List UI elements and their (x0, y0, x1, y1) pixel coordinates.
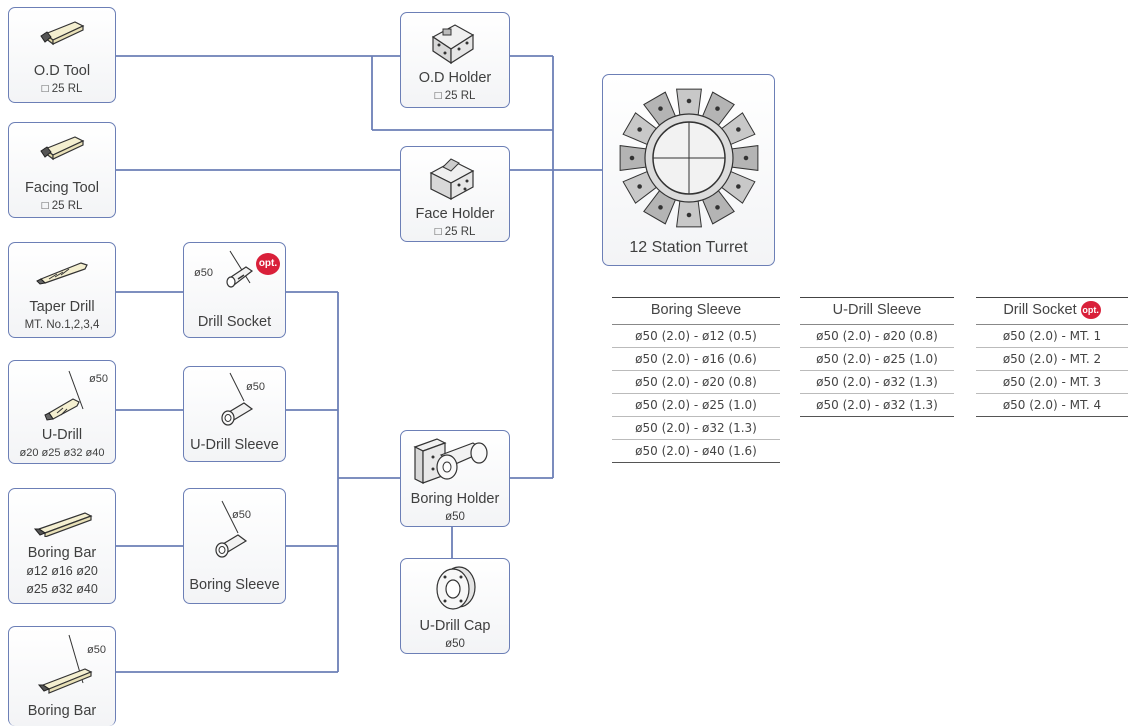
boring-bar-label: Boring Bar (27, 545, 97, 561)
u-drill-dim: ø50 (89, 373, 108, 385)
turret-bolt (637, 184, 642, 189)
boring-sleeve-table-header: Boring Sleeve (612, 297, 780, 325)
turret-bolt (658, 205, 663, 210)
face-holder-icon (429, 158, 475, 201)
boring-sleeve-dim: ø50 (232, 509, 251, 521)
boring-holder-icon (413, 438, 488, 484)
u-drill-spec: ø20 ø25 ø32 ø40 (19, 447, 105, 459)
boring-bar-2-icon (37, 634, 93, 694)
drill-socket-box[interactable]: ø50 opt. Drill Socket (183, 242, 286, 338)
od-holder-spec: □ 25 RL (434, 90, 476, 102)
turret-bolt (736, 127, 741, 132)
u-drill-sleeve-table-header: U-Drill Sleeve (800, 297, 954, 325)
taper-drill-box[interactable]: Taper Drill MT. No.1,2,3,4 (8, 242, 116, 338)
taper-drill-label: Taper Drill (29, 299, 95, 315)
boring-bar-2-box[interactable]: ø50 Boring Bar (8, 626, 116, 726)
drill-socket-opt-badge: opt. (1080, 301, 1101, 319)
boring-bar-spec-2: ø25 ø32 ø40 (26, 582, 98, 596)
boring-bar-2-dim: ø50 (87, 644, 106, 656)
table-row: ø50 (2.0) - ø40 (1.6) (612, 439, 780, 463)
face-holder-box[interactable]: Face Holder □ 25 RL (400, 146, 510, 242)
drill-socket-icon (226, 250, 254, 288)
table-row: ø50 (2.0) - ø12 (0.5) (612, 324, 780, 348)
u-drill-sleeve-box[interactable]: ø50 U-Drill Sleeve (183, 366, 286, 462)
table-row: ø50 (2.0) - MT. 2 (976, 347, 1128, 371)
turret-box[interactable]: 12 Station Turret (602, 74, 775, 266)
u-drill-cap-box[interactable]: U-Drill Cap ø50 (400, 558, 510, 654)
drill-socket-table: Drill Socket opt. ø50 (2.0) - MT. 1 ø50 … (976, 297, 1128, 417)
turret-bolt (715, 106, 720, 111)
turret-bolt (743, 155, 749, 161)
boring-bar-icon (33, 512, 93, 537)
table-row: ø50 (2.0) - ø20 (0.8) (612, 370, 780, 394)
od-tool-label: O.D Tool (33, 63, 91, 79)
turret-bolt (686, 212, 692, 218)
taper-drill-spec: MT. No.1,2,3,4 (24, 319, 100, 331)
u-drill-cap-spec: ø50 (445, 638, 465, 650)
turret-bolt (637, 127, 642, 132)
boring-sleeve-icon (215, 500, 248, 558)
u-drill-sleeve-dim: ø50 (246, 381, 265, 393)
boring-sleeve-label: Boring Sleeve (189, 577, 280, 593)
table-row: ø50 (2.0) - ø25 (1.0) (800, 347, 954, 371)
u-drill-sleeve-label: U-Drill Sleeve (190, 437, 279, 453)
table-row: ø50 (2.0) - MT. 4 (976, 393, 1128, 417)
drill-socket-opt-badge: opt. (256, 253, 280, 275)
od-tool-icon (40, 21, 85, 46)
table-row: ø50 (2.0) - ø25 (1.0) (612, 393, 780, 417)
drill-socket-table-header: Drill Socket opt. (976, 297, 1128, 325)
boring-holder-label: Boring Holder (410, 491, 500, 507)
facing-tool-label: Facing Tool (25, 180, 99, 196)
boring-holder-box[interactable]: Boring Holder ø50 (400, 430, 510, 527)
u-drill-sleeve-icon (221, 372, 254, 426)
drill-socket-table-title: Drill Socket (1003, 301, 1077, 318)
face-holder-spec: □ 25 RL (434, 226, 476, 238)
boring-bar-2-label: Boring Bar (27, 703, 97, 719)
cap-icon (436, 566, 476, 610)
boring-sleeve-box[interactable]: ø50 Boring Sleeve (183, 488, 286, 604)
boring-bar-box[interactable]: Boring Bar ø12 ø16 ø20 ø25 ø32 ø40 (8, 488, 116, 604)
table-row: ø50 (2.0) - ø32 (1.3) (800, 370, 954, 394)
turret-icon (619, 88, 759, 228)
u-drill-label: U-Drill (41, 427, 83, 443)
table-row: ø50 (2.0) - ø16 (0.6) (612, 347, 780, 371)
drill-socket-dim: ø50 (194, 267, 213, 279)
u-drill-sleeve-table: U-Drill Sleeve ø50 (2.0) - ø20 (0.8) ø50… (800, 297, 954, 417)
turret-bolt (715, 205, 720, 210)
u-drill-icon (44, 370, 84, 421)
drill-socket-label: Drill Socket (197, 314, 272, 330)
table-row: ø50 (2.0) - ø20 (0.8) (800, 324, 954, 348)
taper-drill-icon (36, 262, 88, 285)
turret-bolt (629, 155, 635, 161)
turret-label: 12 Station Turret (629, 239, 748, 256)
od-holder-label: O.D Holder (418, 70, 492, 86)
facing-tool-spec: □ 25 RL (41, 200, 83, 212)
table-row: ø50 (2.0) - ø32 (1.3) (612, 416, 780, 440)
boring-holder-spec: ø50 (445, 511, 465, 523)
table-row: ø50 (2.0) - ø32 (1.3) (800, 393, 954, 417)
facing-tool-icon (40, 136, 85, 161)
u-drill-box[interactable]: ø50 U-Drill ø20 ø25 ø32 ø40 (8, 360, 116, 464)
turret-bolt (686, 98, 692, 104)
facing-tool-box[interactable]: Facing Tool □ 25 RL (8, 122, 116, 218)
turret-bolt (736, 184, 741, 189)
u-drill-cap-label: U-Drill Cap (419, 618, 491, 634)
table-row: ø50 (2.0) - MT. 3 (976, 370, 1128, 394)
boring-bar-spec-1: ø12 ø16 ø20 (26, 564, 98, 578)
od-holder-box[interactable]: O.D Holder □ 25 RL (400, 12, 510, 108)
boring-sleeve-table: Boring Sleeve ø50 (2.0) - ø12 (0.5) ø50 … (612, 297, 780, 463)
od-tool-box[interactable]: O.D Tool □ 25 RL (8, 7, 116, 103)
od-holder-icon (431, 24, 475, 65)
face-holder-label: Face Holder (415, 206, 495, 222)
od-tool-spec: □ 25 RL (41, 83, 83, 95)
table-row: ø50 (2.0) - MT. 1 (976, 324, 1128, 348)
turret-bolt (658, 106, 663, 111)
